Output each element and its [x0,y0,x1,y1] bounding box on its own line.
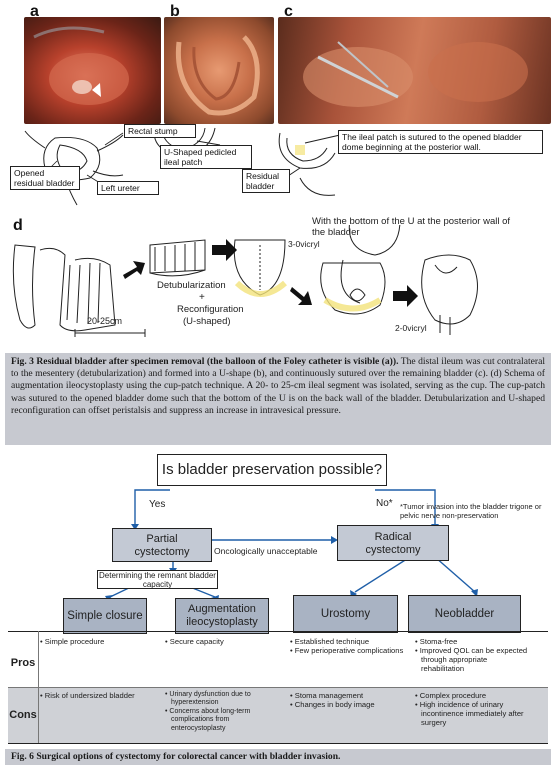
pros-row: Pros Simple procedure Secure capacity Es… [8,637,548,687]
photo-c [278,17,551,124]
cons-item: Concerns about long-term complications f… [165,708,283,733]
panel-letter-c: c [284,3,293,20]
option-urostomy: Urostomy [293,595,398,633]
cons-urostomy: Stoma managementChanges in body image [290,691,405,709]
cons-neobladder: Complex procedureHigh incidence of urina… [415,691,530,727]
option-neobladder-text: Neobladder [434,608,495,620]
cons-item: High incidence of urinary incontinence i… [415,700,530,727]
label-suture-3-0: 3-0vicryl [288,239,320,249]
question-box: Is bladder preservation possible? [157,454,387,486]
label-yes: Yes [149,499,166,510]
cons-simple-closure: Risk of undersized bladder [40,691,150,700]
determining-capacity-box: Determining the remnant bladder capacity [97,570,218,589]
cons-item: Changes in body image [290,700,405,709]
figure-3-caption-body: The distal ileum was cut contralateral t… [11,356,545,416]
figure-6: Is bladder preservation possible? Yes No… [5,452,551,767]
panel-letter-b: b [170,3,180,20]
cons-augmentation: Urinary dysfunction due to hyperextensio… [165,691,283,733]
callout-opened-residual-bladder: Opened residual bladder [10,166,80,190]
option-augmentation-ileocystoplasty: Augmentation ileocystoplasty [175,598,269,634]
callout-left-ureter: Left ureter [97,181,159,195]
photo-a [24,17,161,124]
arrowhead-marker [92,83,101,97]
callout-u-shaped-patch: U-Shaped pedicled ileal patch [160,145,252,169]
callout-rectal-stump: Rectal stump [124,124,196,138]
callout-residual-bladder: Residual bladder [242,169,290,193]
option-neobladder: Neobladder [408,595,521,633]
figure-3-caption: Fig. 3 Residual bladder after specimen r… [5,353,551,445]
cons-label: Cons [9,709,37,721]
label-bottom-of-u: With the bottom of the U at the posterio… [312,216,511,238]
figure-6-caption-text: Fig. 6 Surgical options of cystectomy fo… [11,751,341,762]
pros-item: Stoma-free [415,637,530,646]
figure-6-caption: Fig. 6 Surgical options of cystectomy fo… [5,749,551,765]
pros-neobladder: Stoma-freeImproved QOL can be expected t… [415,637,530,673]
label-length: 20-25cm [87,316,123,326]
partial-cystectomy-box: Partial cystectomy [112,528,212,562]
label-oncologically-unacceptable: Oncologically unacceptable [212,546,320,556]
option-urostomy-text: Urostomy [320,608,371,620]
pros-item: Simple procedure [40,637,150,646]
radical-cystectomy-text: Radical cystectomy [365,531,421,556]
option-simple-closure-text: Simple closure [67,610,143,622]
pros-urostomy: Established techniqueFew perioperative c… [290,637,405,655]
panel-letter-d: d [13,217,23,234]
partial-cystectomy-text: Partial cystectomy [134,533,190,558]
radical-cystectomy-box: Radical cystectomy [337,525,449,561]
figure-3-caption-title: Fig. 3 Residual bladder after specimen r… [11,356,399,367]
cons-item: Urinary dysfunction due to hyperextensio… [165,691,283,708]
cons-item: Risk of undersized bladder [40,691,150,700]
option-augmentation-text: Augmentation ileocystoplasty [186,603,258,628]
option-simple-closure: Simple closure [63,598,147,634]
label-no: No* [376,498,393,509]
pros-item: Few perioperative complications [290,646,405,655]
label-reconfiguration: Reconfiguration [177,304,244,315]
label-plus: + [199,292,205,303]
figure-3: a b c [5,3,551,446]
callout-ileal-patch-sutured: The ileal patch is sutured to the opened… [338,130,543,154]
question-text: Is bladder preservation possible? [161,461,383,478]
cons-row: Cons Risk of undersized bladder Urinary … [8,687,548,743]
panel-letter-a: a [30,3,39,20]
cons-item: Stoma management [290,691,405,700]
pros-augmentation: Secure capacity [165,637,280,646]
pros-label: Pros [10,657,36,669]
cons-item: Complex procedure [415,691,530,700]
pros-item: Established technique [290,637,405,646]
footnote-text: *Tumor invasion into the bladder trigone… [400,502,542,520]
schema-d [12,225,478,337]
pros-item: Secure capacity [165,637,280,646]
determining-capacity-text: Determining the remnant bladder capacity [99,571,216,589]
pros-item: Improved QOL can be expected through app… [415,646,530,673]
label-detubularization: Detubularization [157,280,226,291]
pros-simple-closure: Simple procedure [40,637,150,646]
label-suture-2-0: 2-0vicryl [395,323,427,333]
label-u-shaped: (U-shaped) [183,316,231,327]
photo-b [164,17,274,124]
